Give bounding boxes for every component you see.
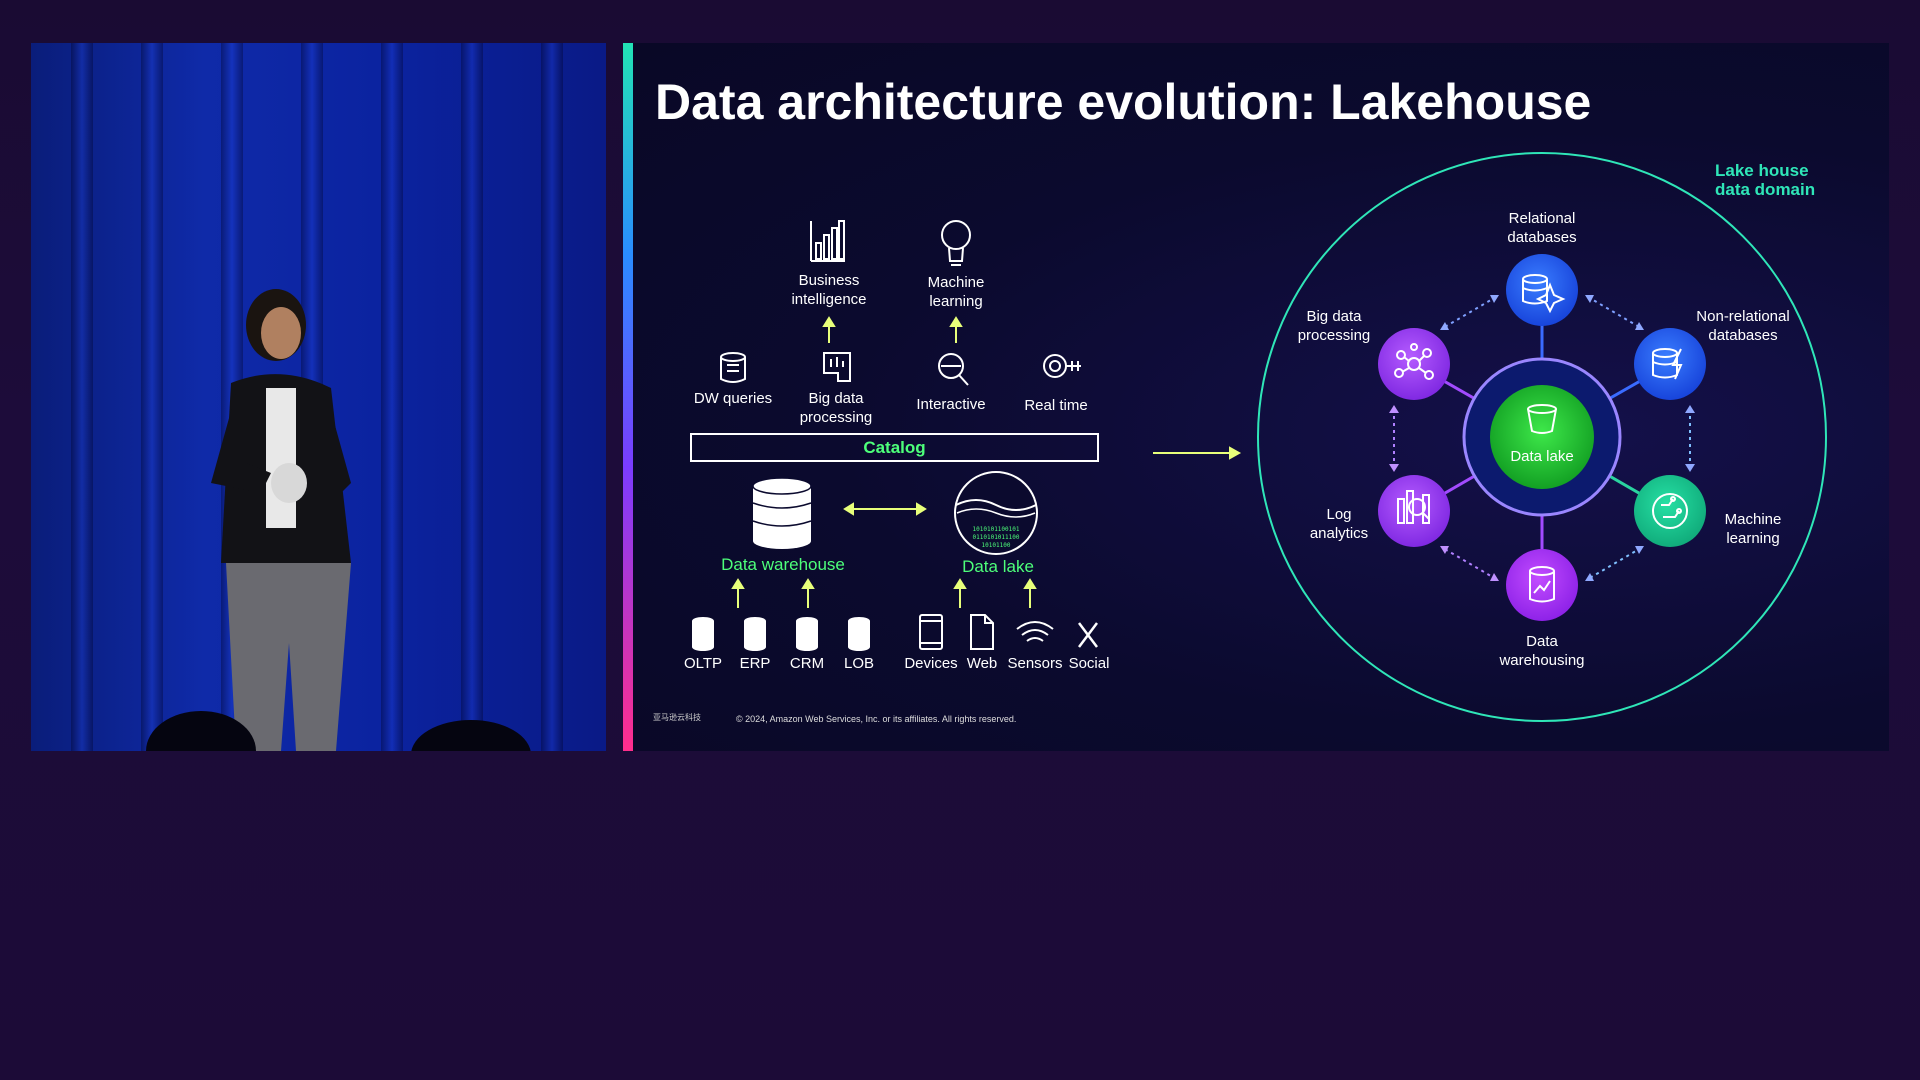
realtime-icon (1043, 354, 1081, 378)
source-label: CRM (789, 655, 825, 672)
source-label: Devices (904, 655, 958, 672)
slide-accent-bar (623, 43, 633, 751)
label-real-time: Real time (1024, 397, 1088, 414)
node-big-data-processing (1378, 328, 1450, 400)
log-analytics-icon (1397, 490, 1430, 524)
database-bolt-icon (1652, 348, 1683, 380)
database-sparkle-icon (1522, 274, 1566, 314)
curtain-fold (541, 43, 563, 751)
label-nonrelational-databases: Non-relational databases (1696, 308, 1790, 344)
catalog-box: Catalog (690, 433, 1099, 462)
curtain-fold (71, 43, 93, 751)
source-label: LOB (843, 655, 874, 672)
source-label: OLTP (683, 655, 723, 672)
label-lakehouse-domain: Lake house data domain (1715, 161, 1816, 199)
label-data-lake: Data lake (962, 557, 1034, 576)
database-icon (720, 352, 746, 383)
big-data-icon (823, 352, 851, 382)
label-relational-databases: Relational databases (1507, 210, 1577, 246)
svg-text:1010101100101: 1010101100101 (973, 526, 1020, 533)
domain-circle (1257, 152, 1827, 722)
device-icon (919, 614, 943, 650)
center-data-lake (1490, 385, 1594, 489)
label-log-analytics: Log analytics (1309, 506, 1369, 542)
svg-text:0110101011100: 0110101011100 (973, 534, 1020, 541)
source-label: Social (1068, 655, 1110, 672)
curtain-fold (381, 43, 403, 751)
brain-circuit-icon (1652, 493, 1688, 529)
network-nodes-icon (1394, 343, 1434, 380)
label-data-warehousing: Data warehousing (1499, 633, 1585, 669)
slide-title: Data architecture evolution: Lakehouse (655, 74, 1592, 130)
node-data-warehousing (1506, 549, 1578, 621)
document-icon (970, 614, 994, 650)
bucket-icon (1527, 404, 1557, 434)
label-big-data-processing: Big data processing (799, 390, 873, 426)
source-label: Web (966, 655, 998, 672)
svg-text:10101100: 10101100 (982, 542, 1011, 549)
label-big-data-processing-node: Big data processing (1297, 308, 1371, 344)
lakehouse-diagram: Data lake (1257, 152, 1827, 722)
source-label: Sensors (1007, 655, 1063, 672)
magnifier-icon (938, 353, 969, 386)
label-data-warehouse: Data warehouse (721, 555, 845, 574)
slide-footer: © 2024, Amazon Web Services, Inc. or its… (736, 714, 1017, 724)
source-database-icons (692, 617, 870, 651)
curtain-fold (461, 43, 483, 751)
source-label: ERP (739, 655, 771, 672)
lightbulb-icon (941, 220, 971, 266)
label-interactive: Interactive (916, 396, 986, 413)
x-social-icon (1078, 622, 1098, 648)
database-chart-icon (1529, 566, 1555, 603)
curtain-fold (141, 43, 163, 751)
speaker-video (31, 43, 606, 751)
presenter-figure (146, 289, 531, 751)
wifi-icon (1016, 621, 1054, 642)
presentation-slide: Data architecture evolution: Lakehouse (623, 43, 1889, 751)
data-warehouse-icon (752, 477, 812, 549)
left-diagram-graphics: 1010101100101 0110101011100 10101100 (692, 220, 1242, 651)
data-lake-icon: 1010101100101 0110101011100 10101100 (954, 471, 1038, 555)
bar-chart-icon (810, 220, 845, 262)
node-machine-learning (1634, 475, 1706, 547)
center-label: Data lake (1510, 448, 1573, 465)
label-business-intelligence: Business intelligence (791, 272, 867, 308)
label-machine-learning: Machine learning (927, 274, 985, 310)
aws-china-logo: 亚马逊云科技 (653, 713, 701, 722)
label-dw-queries: DW queries (693, 390, 773, 407)
label-machine-learning-node: Machine learning (1724, 511, 1782, 547)
